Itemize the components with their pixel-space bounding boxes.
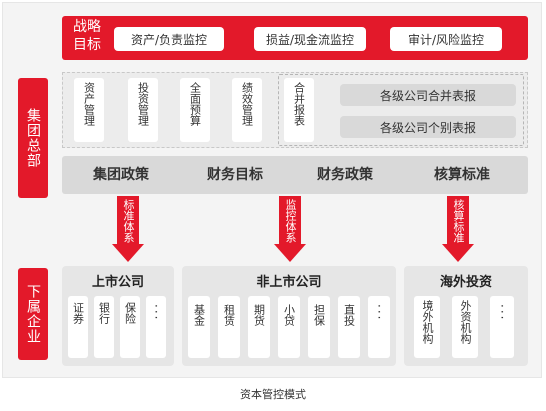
overseas-offshore-entity: 境外机构	[414, 296, 440, 358]
arrow-accounting-head	[442, 244, 474, 262]
nonlisted-direct-invest: 直投	[338, 296, 360, 358]
listed-insurance: 保险	[120, 296, 140, 358]
nonlisted-guarantee: 担保	[308, 296, 330, 358]
policy-group-policy: 集团政策	[93, 167, 149, 183]
nonlisted-leasing: 租赁	[218, 296, 240, 358]
report-consolidated: 各级公司合并表报	[340, 84, 516, 106]
group-nonlisted-title: 非上市公司	[256, 274, 322, 290]
function-budget: 全面预算	[180, 78, 210, 142]
consolidation-dashed-group	[278, 74, 524, 146]
arrow-monitor-head	[274, 244, 306, 262]
overseas-more: ···	[490, 296, 514, 358]
group-listed-title: 上市公司	[91, 274, 144, 290]
strategy-item-profit: 损益/现金流监控	[254, 27, 366, 51]
nonlisted-microloan: 小贷	[278, 296, 300, 358]
function-asset-mgmt: 资产管理	[74, 78, 104, 142]
policy-financial-target: 财务目标	[207, 167, 263, 183]
arrow-accounting-shaft: 核算标准	[447, 196, 469, 248]
arrow-monitor-shaft: 监控体系	[279, 196, 301, 248]
overseas-foreign-entity: 外资机构	[452, 296, 478, 358]
policy-financial-policy: 财务政策	[317, 167, 373, 183]
policy-bar	[62, 156, 528, 194]
listed-bank: 银行	[94, 296, 114, 358]
report-individual: 各级公司个别表报	[340, 116, 516, 138]
function-consolidated-report: 合并报表	[284, 78, 314, 142]
arrow-standard-head	[112, 244, 144, 262]
function-performance: 绩效管理	[232, 78, 262, 142]
subsidiaries-label: 下属企业	[18, 268, 48, 360]
arrow-standard-shaft: 标准体系	[117, 196, 139, 248]
group-hq-label: 集团总部	[18, 78, 48, 198]
group-overseas-title: 海外投资	[439, 274, 492, 290]
policy-accounting-standard: 核算标准	[434, 167, 490, 183]
diagram-caption: 资本管控模式	[240, 388, 306, 401]
nonlisted-more: ···	[368, 296, 390, 358]
function-invest-mgmt: 投资管理	[128, 78, 158, 142]
strategy-item-audit: 审计/风险监控	[390, 27, 502, 51]
strategy-label: 战略 目标	[73, 19, 101, 53]
listed-more: ···	[146, 296, 166, 358]
nonlisted-futures: 期货	[248, 296, 270, 358]
nonlisted-fund: 基金	[188, 296, 210, 358]
strategy-item-asset: 资产/负责监控	[114, 27, 224, 51]
listed-securities: 证券	[68, 296, 88, 358]
